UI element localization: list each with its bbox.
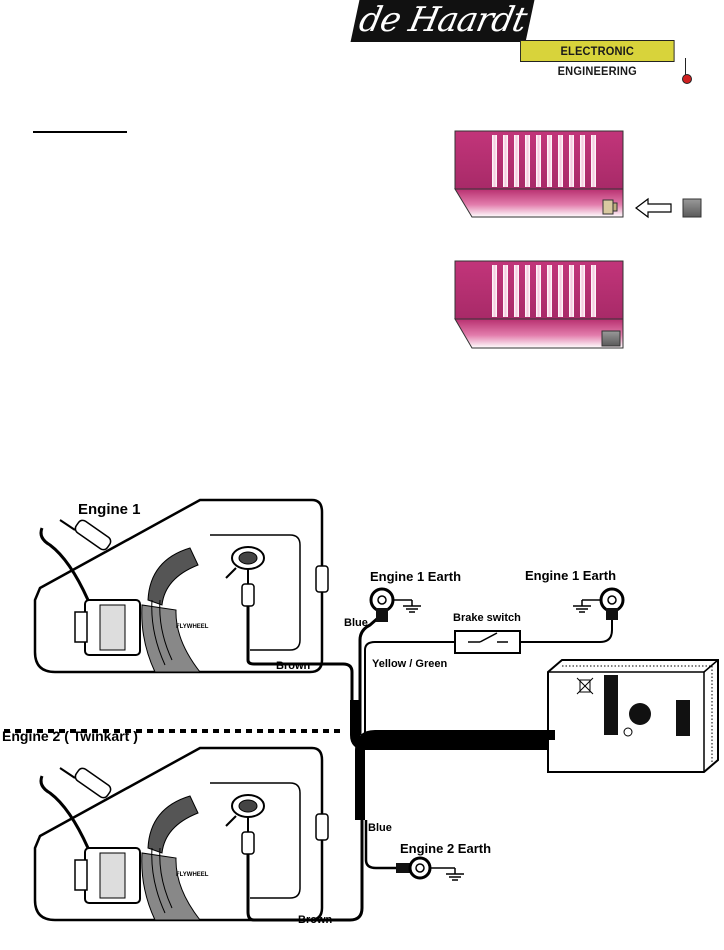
ignition-coil-2	[74, 847, 141, 904]
spark-plug-1-icon	[39, 519, 112, 601]
engine-1-earth-a-label: Engine 1 Earth	[370, 569, 461, 584]
spark-plug-2-icon	[39, 767, 112, 849]
flywheel-2: FLYWHEEL	[141, 795, 209, 921]
flywheel-2-label: FLYWHEEL	[176, 872, 209, 878]
inline-connector-1	[315, 565, 329, 593]
module-unplugged	[454, 130, 624, 218]
brake-switch	[454, 630, 521, 654]
section-underline	[33, 131, 127, 133]
engine-2-earth-label: Engine 2 Earth	[400, 841, 491, 856]
engine-1-earth-b-terminal	[599, 587, 625, 620]
engine-1-earth-b-label: Engine 1 Earth	[525, 568, 616, 583]
brown-wire-2-label: Brown	[298, 914, 333, 926]
earth-symbol-3-icon	[430, 867, 464, 881]
brand-logo-bar: ELECTRONIC ENGINEERING	[520, 40, 675, 78]
blue-wire-2-label: Blue	[368, 822, 392, 834]
brake-switch-label: Brake switch	[453, 612, 521, 624]
control-box-brand-logo	[676, 700, 690, 736]
shutdown-control-box	[547, 659, 719, 773]
engine-1-earth-a-terminal	[369, 587, 395, 622]
engine-1-label: Engine 1	[78, 501, 141, 518]
yellow-green-wire-label: Yellow / Green	[372, 658, 447, 670]
logo-red-dot	[682, 74, 692, 84]
flywheel-1: FLYWHEEL	[141, 547, 209, 673]
earth-symbol-1-icon	[393, 599, 421, 613]
module-fins-1	[492, 135, 596, 187]
insert-arrow-icon	[635, 197, 672, 219]
brown-wire-1-label: Brown	[276, 660, 311, 672]
blue-wire-1-label: Blue	[344, 617, 368, 629]
kill-switch-1	[225, 546, 265, 607]
engine-2-earth-terminal	[396, 856, 432, 880]
connector-plug	[682, 198, 702, 218]
engine-2-wiring	[246, 730, 555, 922]
flywheel-1-label: FLYWHEEL	[176, 624, 209, 630]
recycle-bin-icon	[576, 677, 594, 695]
module-plugged	[454, 260, 624, 349]
logo-pin-line	[685, 58, 686, 75]
inline-connector-2	[315, 813, 329, 841]
earth-symbol-2-icon	[573, 599, 601, 613]
ce-mark-icon	[623, 727, 633, 737]
engine-2-label: Engine 2 ( Twinkart )	[2, 728, 138, 744]
module-fins-2	[492, 265, 596, 317]
ignition-coil-1	[74, 599, 141, 656]
brand-logo-bar-text: ELECTRONIC ENGINEERING	[557, 44, 637, 78]
